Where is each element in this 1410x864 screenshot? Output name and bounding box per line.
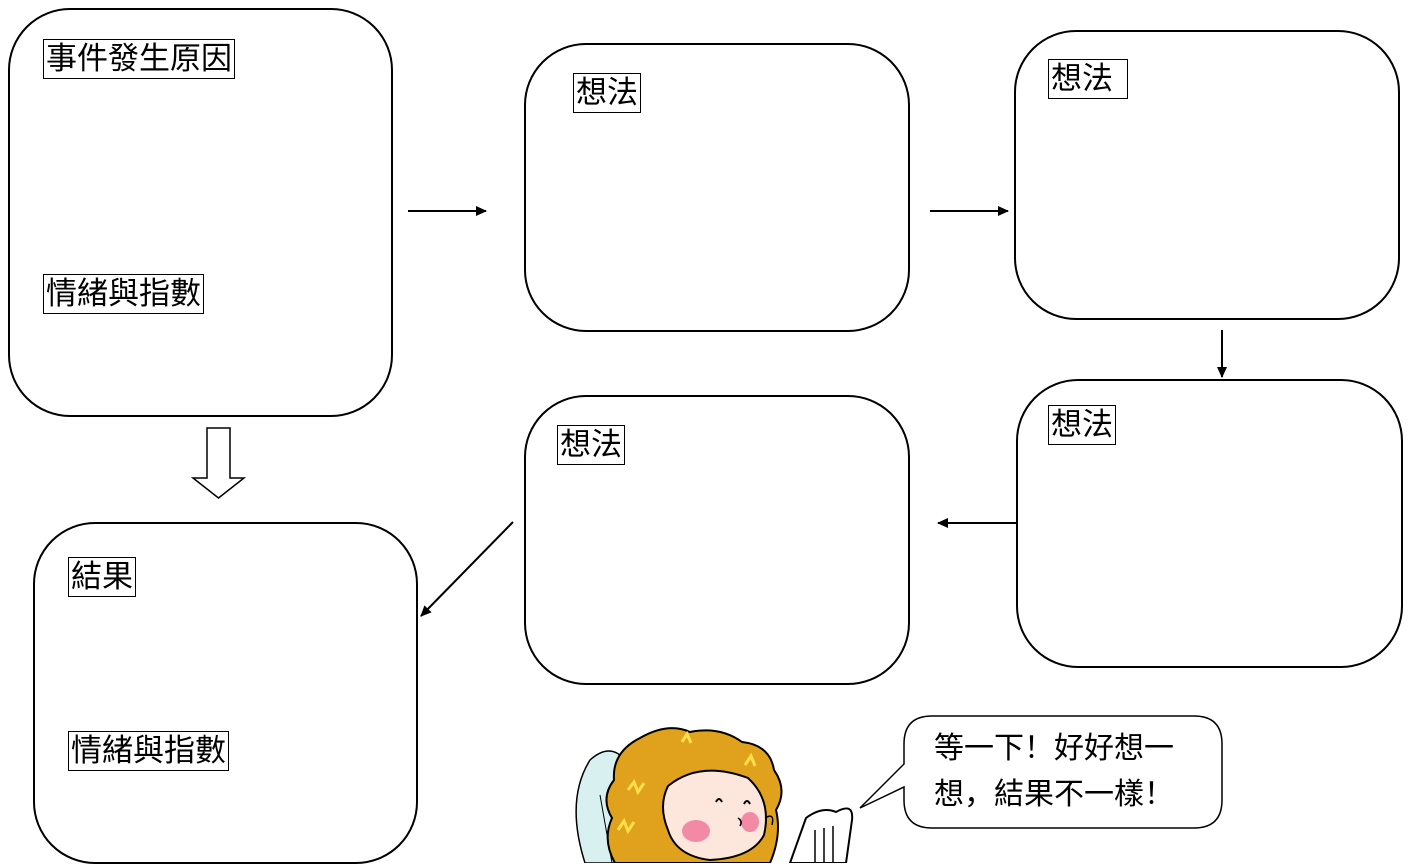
thought-2-label: 想法 bbox=[1048, 59, 1128, 99]
cause-emotion-label: 情緒與指數 bbox=[43, 274, 204, 314]
speech-bubble-line-2: 想，結果不一樣！ bbox=[934, 777, 1174, 812]
speech-bubble-line-1: 等一下！好好想一 bbox=[934, 731, 1174, 766]
thought-4-label: 想法 bbox=[557, 425, 625, 465]
speech-bubble-shape bbox=[859, 715, 1223, 829]
hollow-down-arrow bbox=[190, 427, 247, 499]
thought-1-label: 想法 bbox=[573, 73, 641, 113]
cause-title: 事件發生原因 bbox=[43, 39, 235, 79]
thought-3-label: 想法 bbox=[1048, 405, 1116, 445]
result-emotion-label: 情緒與指數 bbox=[68, 731, 229, 771]
result-title: 結果 bbox=[68, 557, 136, 597]
arrow-thought4-to-result bbox=[420, 521, 514, 617]
angel-icon bbox=[575, 727, 854, 863]
